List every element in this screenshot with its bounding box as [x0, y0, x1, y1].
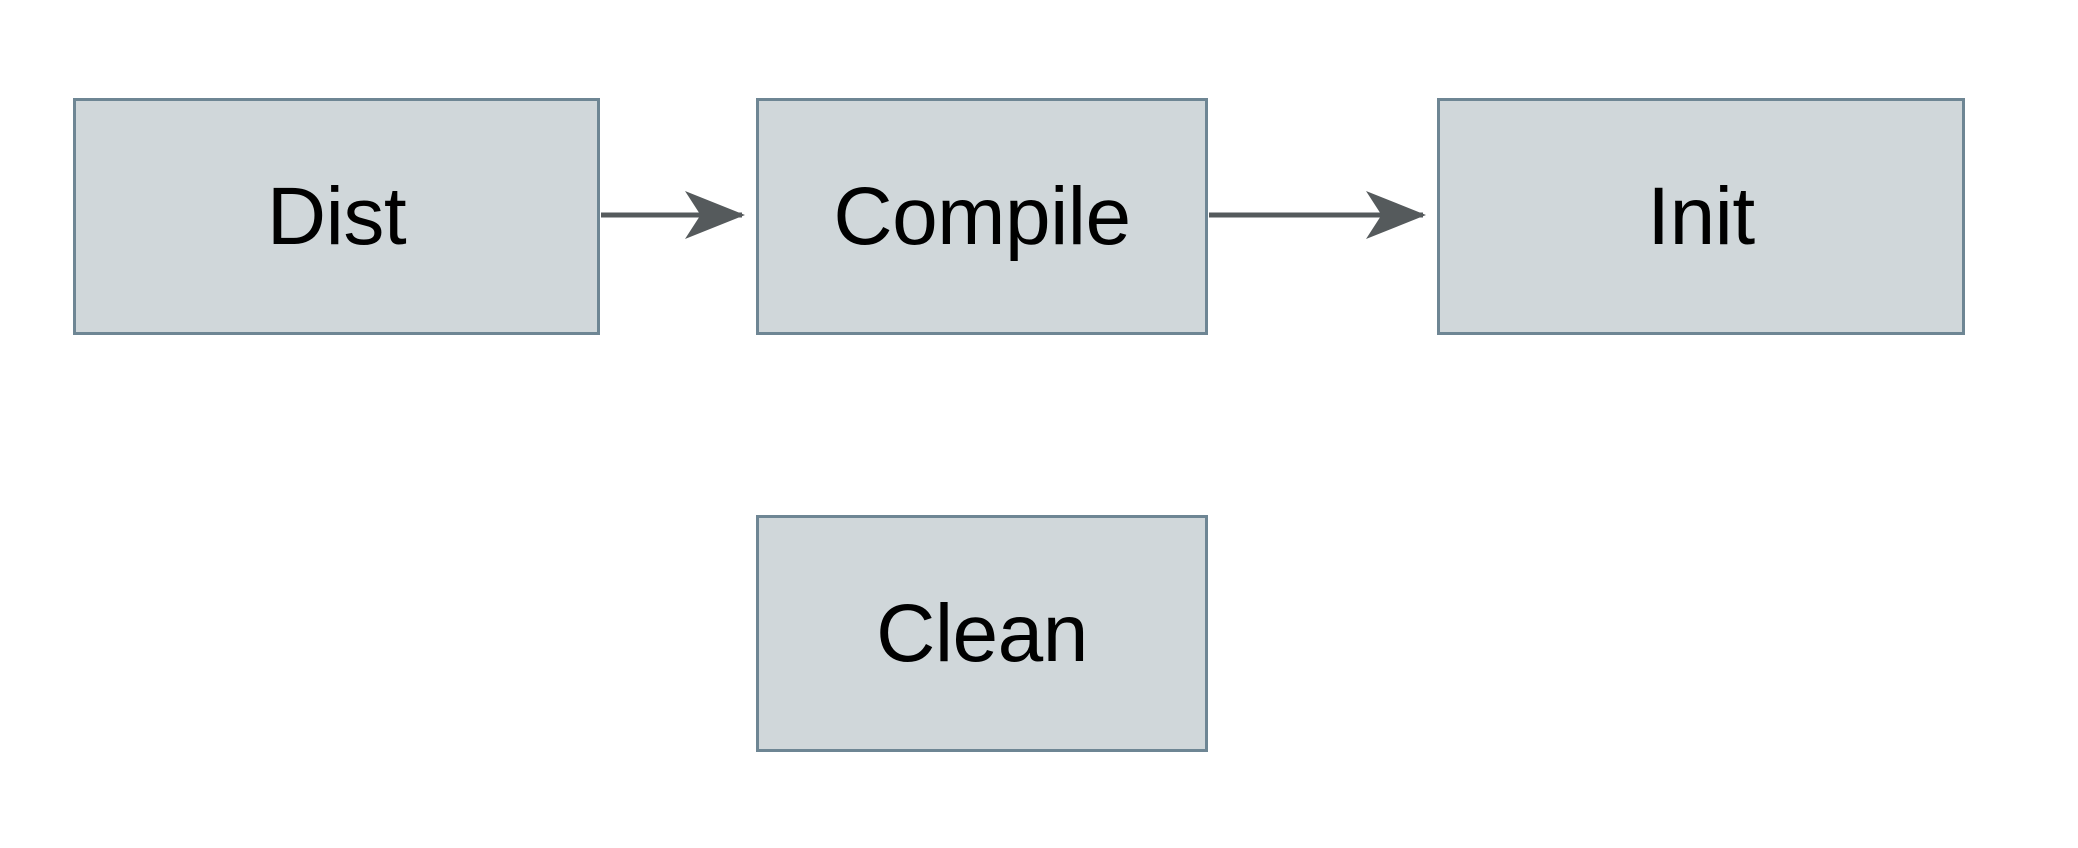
node-clean[interactable]: Clean	[756, 515, 1208, 752]
node-label: Dist	[266, 170, 407, 262]
node-label: Init	[1647, 170, 1755, 262]
node-label: Clean	[876, 587, 1088, 679]
node-init[interactable]: Init	[1437, 98, 1965, 335]
node-label: Compile	[833, 170, 1131, 262]
node-compile[interactable]: Compile	[756, 98, 1208, 335]
node-dist[interactable]: Dist	[73, 98, 600, 335]
